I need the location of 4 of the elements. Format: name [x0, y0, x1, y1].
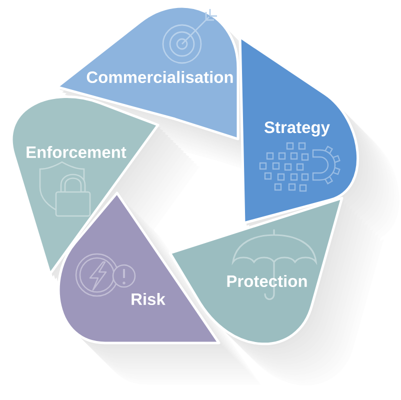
cycle-segment: Commercialisation [56, 5, 240, 140]
cycle-segment: Strategy [238, 36, 359, 224]
cycle-segment: Protection [168, 196, 344, 346]
cycle-segment: Risk [58, 192, 220, 344]
